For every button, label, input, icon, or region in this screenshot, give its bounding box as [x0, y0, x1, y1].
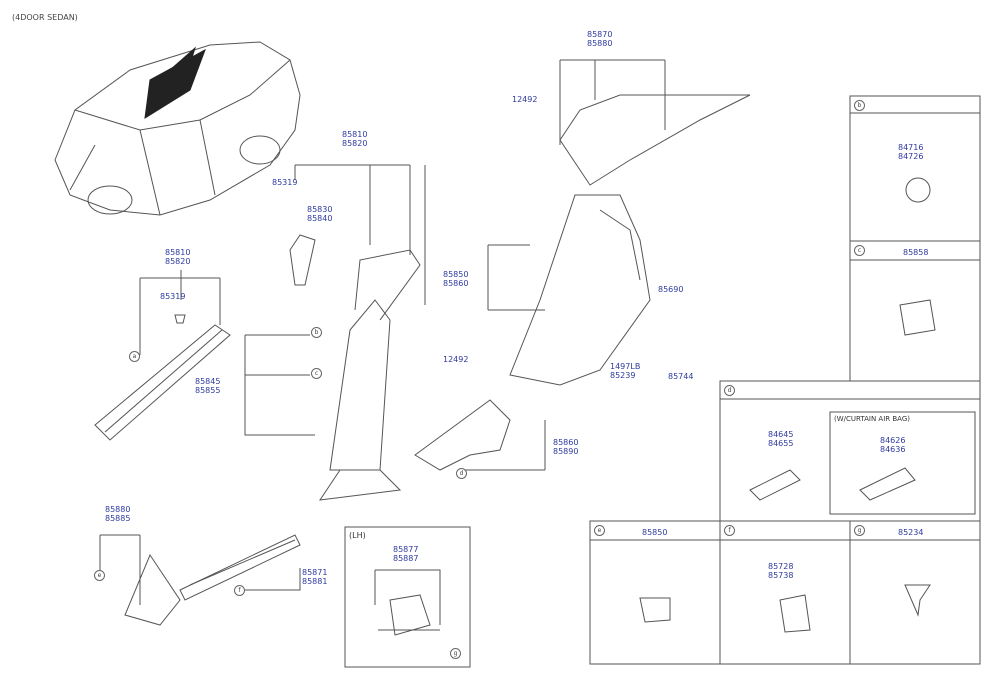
callout-clip-a-top: 85319	[160, 292, 186, 301]
callout-clip-c-right: 85690	[658, 285, 684, 294]
sub-d-part-number: 85850	[642, 528, 668, 537]
callout-cover-sill: 85871 85881	[302, 568, 328, 586]
sub-panel-c-marker: c	[854, 245, 865, 256]
callout-trim-a-top: 85810 85820	[165, 248, 191, 266]
marker-b: b	[311, 327, 322, 338]
callout-washer-b: 1497LB 85239	[610, 362, 641, 380]
callout-sill-left: 85880 85885	[105, 505, 131, 523]
sub-panel-f-marker: f	[724, 525, 735, 536]
sub-c-part-number: 84645 84655	[768, 430, 794, 448]
sub-panel-d-marker: d	[724, 385, 735, 396]
callout-trim-c-group: 85870 85880	[587, 30, 613, 48]
callout-bolt-c: 12492	[512, 95, 538, 104]
sub-f-part-number: 85234	[898, 528, 924, 537]
sub-e-part-number: 85728 85738	[768, 562, 794, 580]
sub-a-part-number: 84716 84726	[898, 143, 924, 161]
sub-b-part-icon	[899, 299, 936, 336]
marker-c: c	[311, 368, 322, 379]
marker-f: f	[234, 585, 245, 596]
callout-trim-b-lower: 85850 85860	[443, 270, 469, 288]
callout-pillar-b-upper: 85830 85840	[307, 205, 333, 223]
cowl-side-trim	[124, 553, 181, 626]
c-pillar-trim	[414, 94, 751, 471]
b-pillar-trim	[289, 234, 421, 501]
sub-c-part-icon	[749, 469, 801, 501]
callout-scuff-group: 85877 85887	[393, 545, 419, 563]
diagram-caption: (4DOOR SEDAN)	[12, 13, 78, 22]
sub-lh-label: (LH)	[349, 531, 366, 540]
sub-b-part-number: 85858	[903, 248, 929, 257]
sub-c-airbag-note: (W/CURTAIN AIR BAG)	[834, 415, 910, 423]
car-illustration	[54, 41, 301, 216]
sub-panel-b-marker: b	[854, 100, 865, 111]
sub-c-airbag-part-number: 84626 84636	[880, 436, 906, 454]
callout-trim-c-upper: 85860 85890	[553, 438, 579, 456]
callout-trim-a-mid: 85845 85855	[195, 377, 221, 395]
sub-f-part-icon	[904, 584, 931, 617]
sub-c-airbag-part-icon	[859, 467, 916, 501]
sub-panel-g-marker: g	[854, 525, 865, 536]
callout-clip-a-group: 85319	[272, 178, 298, 187]
sill-scuff-plate	[179, 534, 301, 601]
callout-set-a-group: 85810 85820	[342, 130, 368, 148]
sub-a-part-icon	[905, 177, 931, 203]
marker-d: d	[456, 468, 467, 479]
marker-e: e	[94, 570, 105, 581]
a-pillar-trim	[94, 270, 231, 441]
marker-g: g	[450, 648, 461, 659]
lh-clip-detail	[378, 594, 440, 636]
sub-e-part-icon	[779, 594, 811, 633]
marker-a: a	[129, 351, 140, 362]
sub-d-part-icon	[639, 597, 671, 623]
callout-bolt-c2: 12492	[443, 355, 469, 364]
callout-clip-b-right: 85744	[668, 372, 694, 381]
sub-panel-e-marker: e	[594, 525, 605, 536]
sub-panel-grid	[589, 95, 981, 665]
